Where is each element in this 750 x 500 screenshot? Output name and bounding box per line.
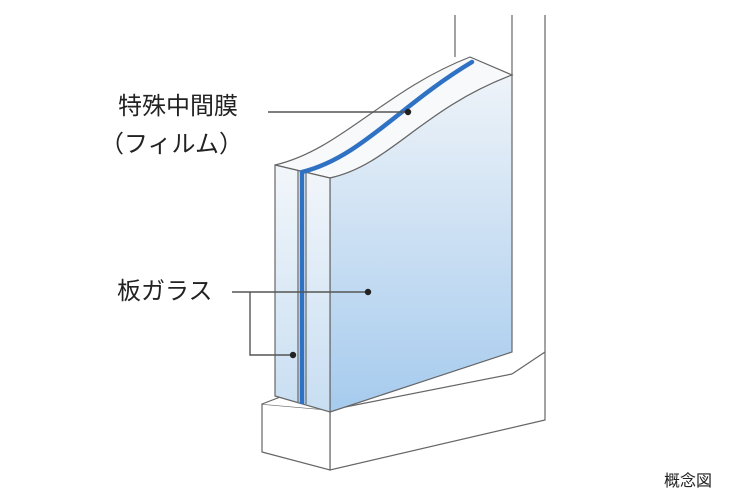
- interlayer-film-top: [299, 59, 475, 175]
- glass-marker-dot: [364, 288, 372, 296]
- glass-front-face: [329, 74, 513, 413]
- glass-panes: [274, 56, 514, 413]
- label-interlayer: 特殊中間膜: [118, 92, 238, 120]
- glass-edge-marker-dot: [289, 351, 297, 359]
- concept-diagram-note: 概念図: [664, 471, 712, 490]
- label-interlayer-film: （フィルム）: [100, 130, 243, 158]
- interlayer-marker-dot: [404, 108, 412, 116]
- leader-lines: [232, 108, 412, 359]
- label-glass: 板ガラス: [117, 277, 213, 305]
